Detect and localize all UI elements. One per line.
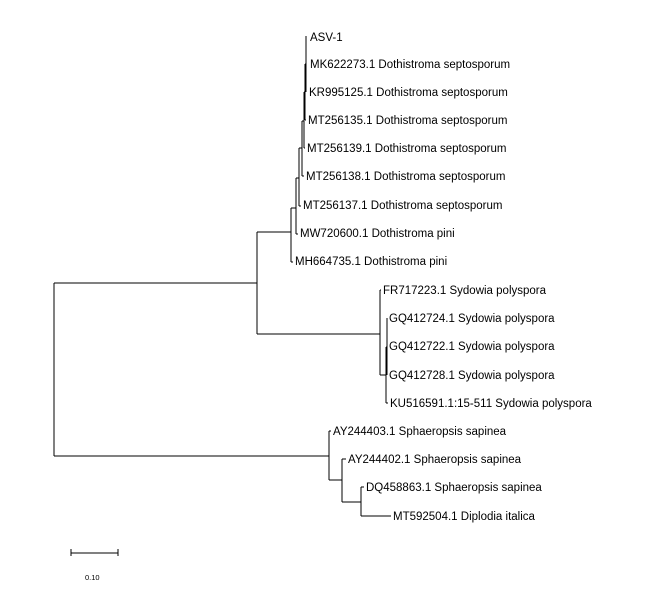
leaf-label-gq412728: GQ412728.1 Sydowia polyspora bbox=[389, 370, 555, 382]
leaf-label-mk622273: MK622273.1 Dothistroma septosporum bbox=[310, 59, 510, 71]
leaf-label-mt256138: MT256138.1 Dothistroma septosporum bbox=[306, 171, 505, 183]
leaf-label-mt592504: MT592504.1 Diplodia italica bbox=[393, 511, 536, 523]
leaf-label-ku516591: KU516591.1:15-511 Sydowia polyspora bbox=[390, 398, 592, 410]
leaf-label-mt256139: MT256139.1 Dothistroma septosporum bbox=[307, 143, 506, 155]
leaf-label-mt256135: MT256135.1 Dothistroma septosporum bbox=[308, 115, 507, 127]
tree-branches bbox=[53, 36, 391, 517]
leaf-label-kr995125: KR995125.1 Dothistroma septosporum bbox=[309, 87, 508, 99]
leaf-labels: ASV-1 MK622273.1 Dothistroma septosporum… bbox=[295, 32, 592, 523]
leaf-label-gq412724: GQ412724.1 Sydowia polyspora bbox=[389, 313, 555, 325]
leaf-label-ay244403: AY244403.1 Sphaeropsis sapinea bbox=[333, 426, 507, 438]
leaf-label-ay244402: AY244402.1 Sphaeropsis sapinea bbox=[348, 454, 522, 466]
scale-bar-label: 0.10 bbox=[85, 573, 100, 582]
leaf-label-gq412722: GQ412722.1 Sydowia polyspora bbox=[389, 341, 555, 353]
leaf-label-mt256137: MT256137.1 Dothistroma septosporum bbox=[303, 200, 502, 212]
leaf-label-mw720600: MW720600.1 Dothistroma pini bbox=[300, 228, 455, 240]
scale-bar: 0.10 bbox=[70, 549, 119, 582]
leaf-label-asv-1: ASV-1 bbox=[310, 32, 343, 44]
leaf-label-fr717223: FR717223.1 Sydowia polyspora bbox=[383, 285, 547, 297]
leaf-label-mh664735: MH664735.1 Dothistroma pini bbox=[295, 256, 447, 268]
leaf-label-dq458863: DQ458863.1 Sphaeropsis sapinea bbox=[366, 482, 542, 494]
